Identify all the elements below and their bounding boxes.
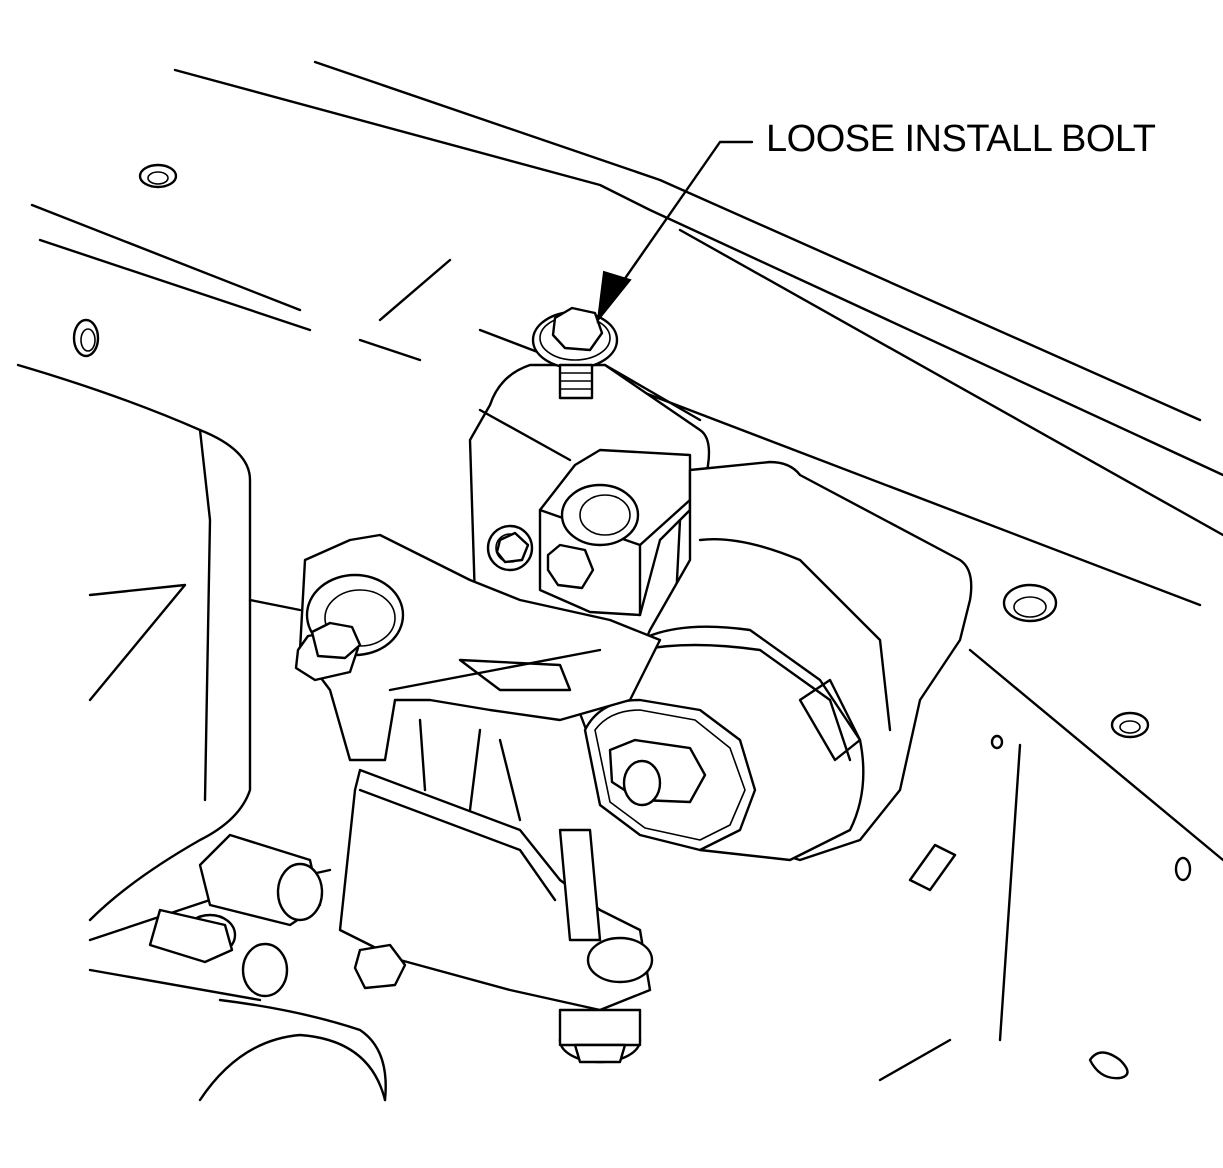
callout-leader: [596, 140, 754, 324]
loose-install-bolt: [531, 306, 619, 400]
engine-mount-body: [573, 460, 973, 862]
mounting-holes: [72, 163, 1192, 1080]
lower-left-fasteners: [88, 833, 407, 1102]
callout-label: LOOSE INSTALL BOLT: [766, 118, 1156, 160]
lower-bracket: [338, 718, 654, 1064]
upper-bracket: [468, 363, 711, 642]
torque-link-arm: [294, 533, 662, 762]
